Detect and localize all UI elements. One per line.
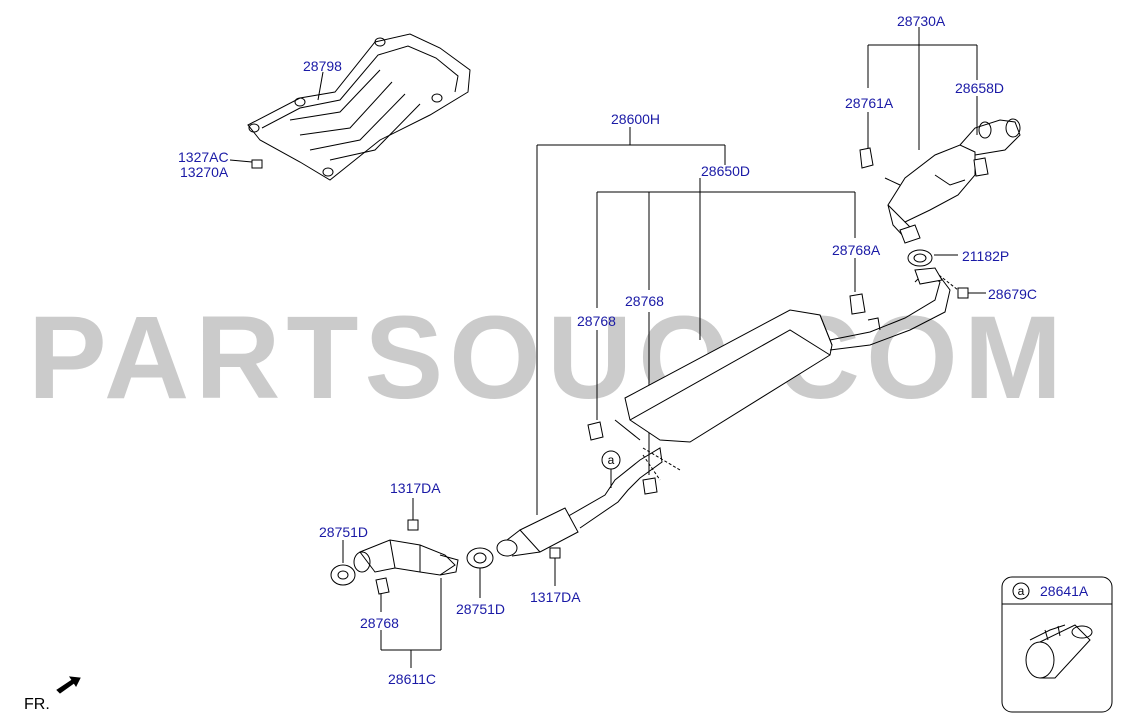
catalytic-converter (519, 507, 579, 553)
label-28751D-center[interactable]: 28751D (456, 601, 506, 617)
label-28761A[interactable]: 28761A (845, 95, 894, 111)
inset-marker: a (1017, 584, 1025, 598)
inset-part-label[interactable]: 28641A (1040, 583, 1089, 599)
label-28768A[interactable]: 28768A (832, 242, 881, 258)
label-28600H[interactable]: 28600H (611, 111, 661, 127)
rear-muffler (884, 118, 1021, 244)
under-cover-shield (247, 33, 471, 181)
label-28751D-left[interactable]: 28751D (319, 524, 369, 540)
label-13270A[interactable]: 13270A (180, 164, 229, 180)
center-muffler (624, 267, 951, 443)
label-21182P[interactable]: 21182P (962, 248, 1010, 264)
label-1317DA-center[interactable]: 1317DA (530, 589, 581, 605)
label-28679C[interactable]: 28679C (988, 286, 1038, 302)
hanger-28768-b (642, 477, 658, 495)
label-1317DA-left[interactable]: 1317DA (390, 480, 441, 496)
label-28798[interactable]: 28798 (303, 58, 342, 74)
front-indicator: FR. (24, 696, 50, 713)
label-28768-upper[interactable]: 28768 (625, 293, 664, 309)
watermark: PARTSOUQ.COM (28, 292, 1069, 424)
front-arrow-icon (56, 676, 81, 694)
label-28730A[interactable]: 28730A (897, 13, 946, 29)
label-28650D[interactable]: 28650D (701, 163, 751, 179)
label-28611C[interactable]: 28611C (388, 671, 437, 687)
label-28658D[interactable]: 28658D (955, 80, 1005, 96)
clamp-icon (1025, 624, 1093, 679)
label-1327AC[interactable]: 1327AC (178, 149, 229, 165)
hanger-28768-a (587, 421, 604, 441)
hanger-28761A (859, 147, 874, 169)
label-28768-lower[interactable]: 28768 (360, 615, 399, 631)
front-pipe-28611C (353, 539, 459, 576)
callout-a-label: a (607, 453, 615, 467)
label-28768-left[interactable]: 28768 (577, 313, 616, 329)
inset-box (1001, 576, 1113, 713)
